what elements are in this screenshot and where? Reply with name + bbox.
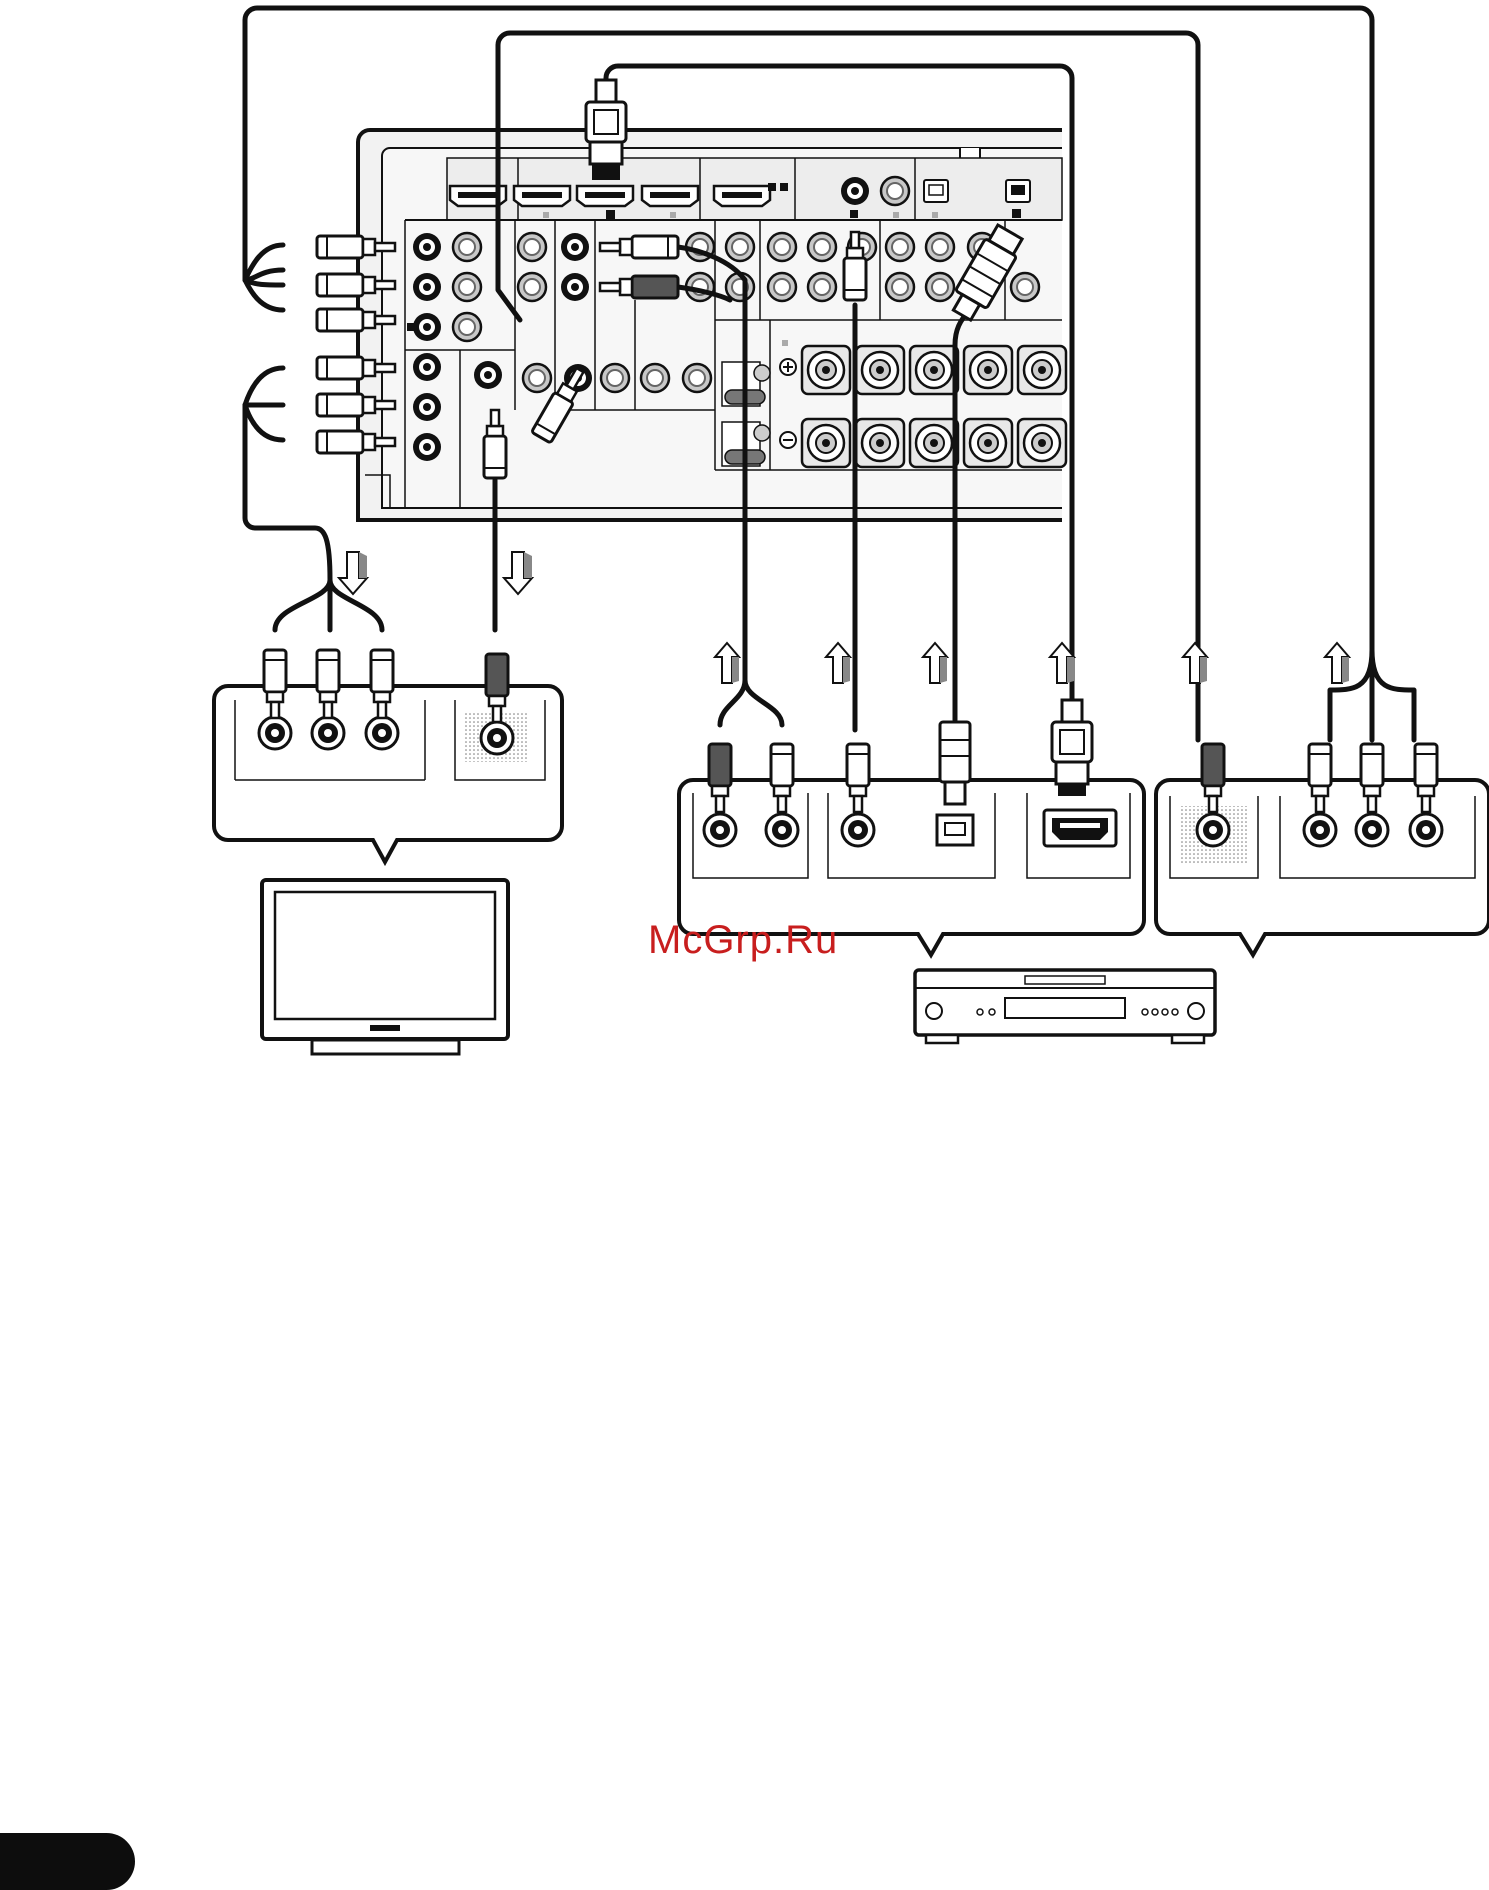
audio-jack	[601, 364, 629, 392]
audio-jack	[561, 233, 589, 261]
audio-jack	[808, 233, 836, 261]
audio-jack	[726, 233, 754, 261]
component-in-jack	[453, 273, 481, 301]
audio-jack	[886, 233, 914, 261]
component-in-jack	[453, 313, 481, 341]
component-in-jack	[453, 233, 481, 261]
audio-jack	[518, 273, 546, 301]
dvd-optical-port	[937, 815, 973, 845]
audio-jack	[926, 273, 954, 301]
page-number-tab	[0, 1833, 135, 1890]
hdmi-port-3	[577, 186, 633, 206]
dvd-hdmi-port	[1044, 810, 1116, 846]
coaxial-input-jack	[841, 177, 869, 205]
audio-jack	[886, 273, 914, 301]
tv-monitor	[262, 880, 508, 1054]
component-in-plugs	[317, 357, 395, 453]
audio-jack	[808, 273, 836, 301]
audio-jack	[641, 364, 669, 392]
dvd-connection-panel	[679, 700, 1144, 955]
audio-jack	[926, 233, 954, 261]
dvd-optical-plug	[940, 722, 970, 804]
component-in2-y	[413, 353, 441, 381]
hdmi-plug-icon	[586, 80, 626, 180]
component-in2-pb	[413, 393, 441, 421]
tv-connection-panel	[214, 650, 562, 862]
optical-port-2	[1006, 180, 1030, 202]
watermark-text: McGrp.Ru	[648, 918, 838, 963]
monitor-out-video-jack	[474, 361, 502, 389]
audio-jack	[523, 364, 551, 392]
component-out-pr	[413, 313, 441, 341]
audio-jack	[768, 273, 796, 301]
component-out-y	[413, 233, 441, 261]
dvd-hdmi-plug	[1052, 700, 1092, 796]
audio-jack	[518, 233, 546, 261]
optical-port-1	[924, 180, 948, 202]
hdmi-port-4	[642, 186, 698, 206]
dvd-player	[915, 970, 1215, 1043]
audio-jack	[1011, 273, 1039, 301]
hdmi-port-2	[514, 186, 570, 206]
hdmi-port-5	[714, 186, 770, 206]
component-out-pb	[413, 273, 441, 301]
audio-jack	[683, 364, 711, 392]
coaxial-jack-2	[881, 177, 909, 205]
audio-jack	[561, 273, 589, 301]
component-in2-pr	[413, 433, 441, 461]
component-out-plugs	[317, 236, 395, 331]
audio-jack	[768, 233, 796, 261]
aux-connection-panel	[1156, 744, 1489, 955]
